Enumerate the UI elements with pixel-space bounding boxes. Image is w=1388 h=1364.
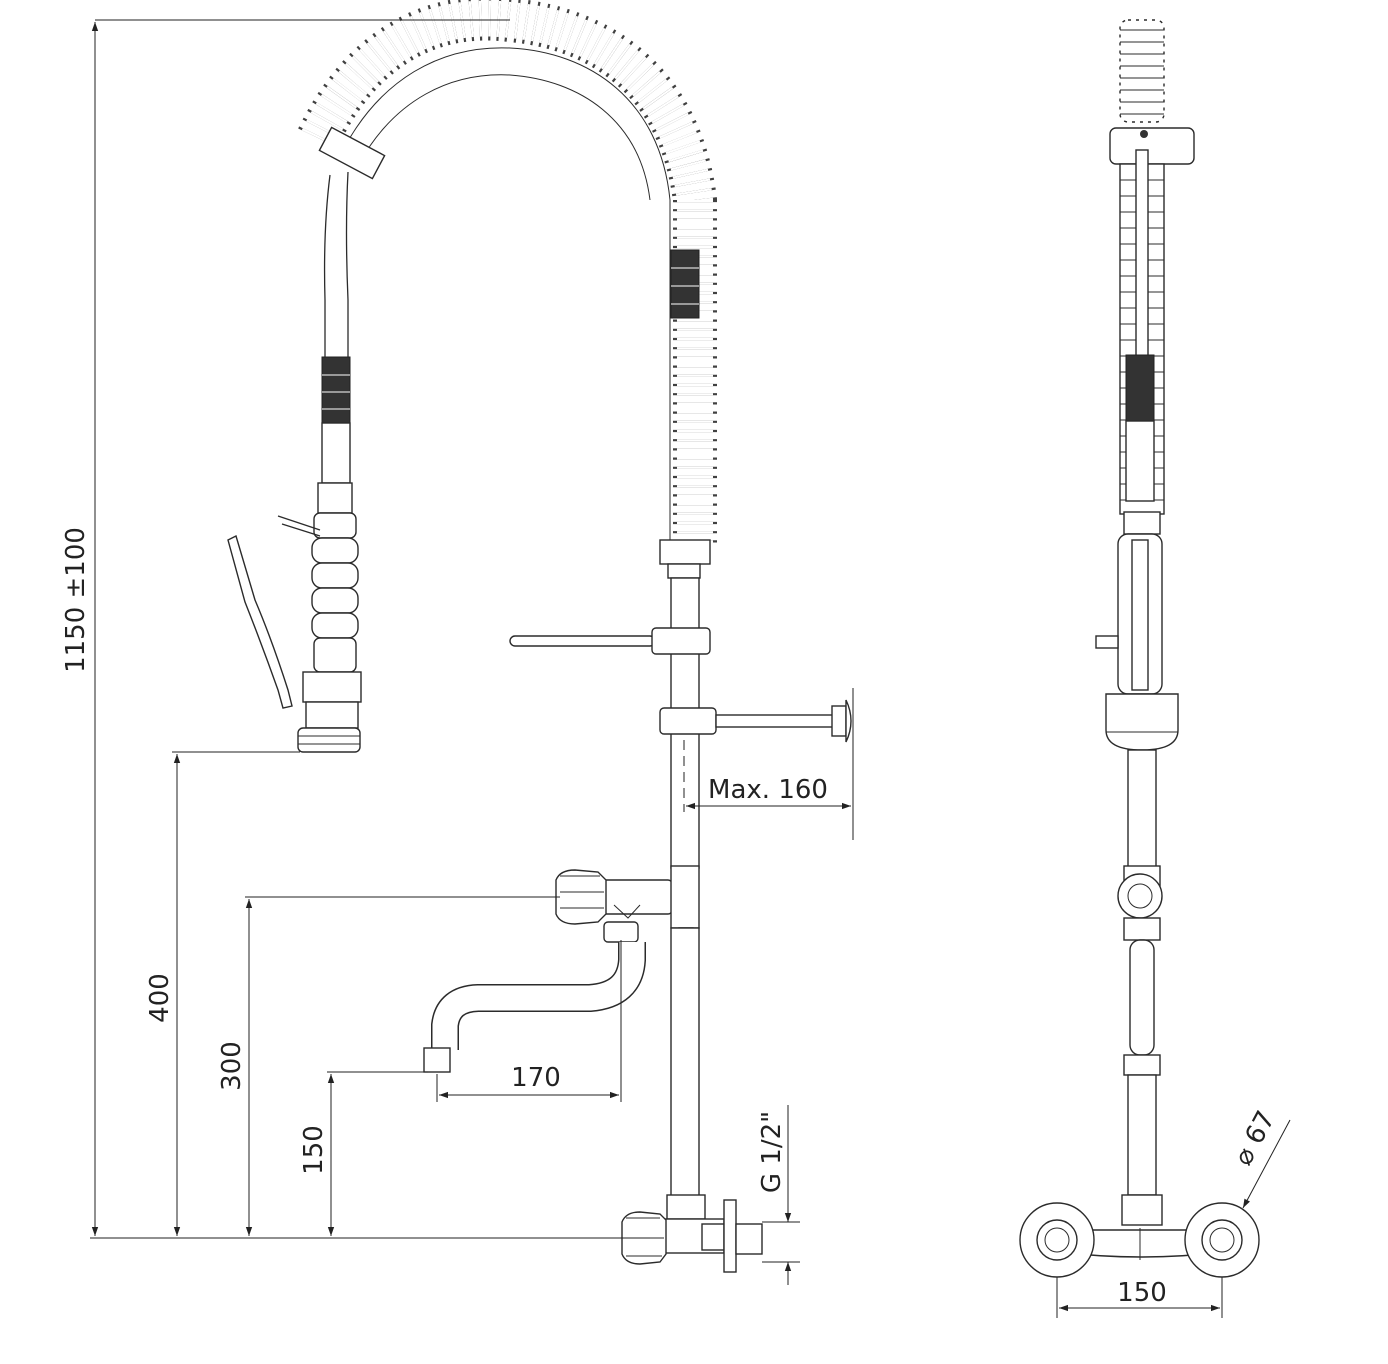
front-column <box>1127 749 1157 871</box>
front-spring <box>1119 19 1165 123</box>
dim-inlet-thread: G 1/2" <box>757 1111 787 1193</box>
dim-inlet-spacing: 150 <box>1117 1278 1167 1308</box>
tap-handle <box>555 869 607 925</box>
dim-spout-reach: 170 <box>511 1063 561 1093</box>
front-tap-handle <box>1117 873 1163 919</box>
dim-tap-height: 300 <box>217 1041 247 1091</box>
hand-shower <box>297 512 362 753</box>
wall-bracket <box>659 707 717 735</box>
front-view <box>1019 19 1260 1278</box>
dim-bracket-distance: Max. 160 <box>708 775 828 805</box>
hose-clamp <box>318 126 386 180</box>
side-view <box>227 0 854 1273</box>
flex-hose <box>323 174 331 360</box>
column-collar <box>659 539 711 565</box>
spring-sleeve <box>670 249 700 319</box>
spring-coil <box>298 0 717 545</box>
trigger-lever <box>227 535 293 709</box>
dimension-lines: 1150 ±100 400 300 150 170 Max. 160 G 1/2… <box>61 19 1291 1318</box>
dim-hand-shower-height: 400 <box>145 973 175 1023</box>
dim-escutcheon-diameter: ⌀ 67 <box>1228 1106 1281 1170</box>
dim-spout-height: 150 <box>299 1125 329 1175</box>
dim-total-height: 1150 ±100 <box>61 527 91 673</box>
